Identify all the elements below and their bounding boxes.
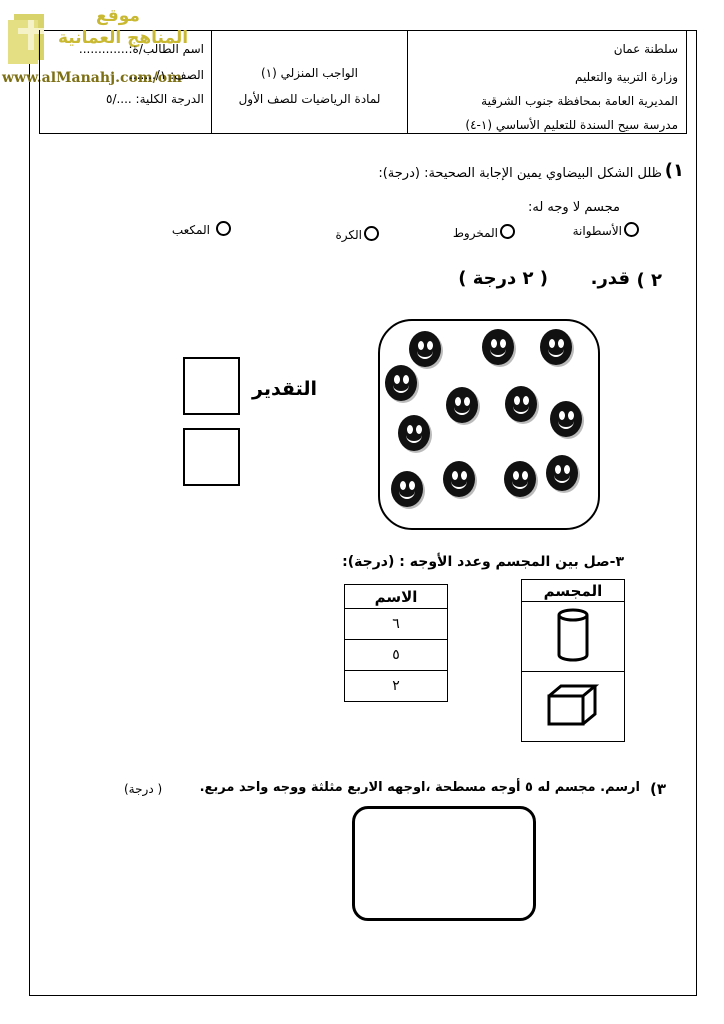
q1-number: ١) [664,160,684,181]
option-label: المخروط [452,226,498,240]
names-table: الاسم ٦ ٥ ٢ [344,584,448,702]
option-label: الأسطوانة [572,224,622,238]
smiley-face-icon [550,401,582,437]
names-header: الاسم [344,584,448,609]
header-grade[interactable]: الصف: ١/....... [129,68,204,82]
drawing-area[interactable] [352,806,536,921]
option-label: الكرة [335,228,362,242]
cylinder-icon [557,608,589,661]
option-oval-icon[interactable] [364,226,379,241]
q4-prompt: ارسم. مجسم له ٥ أوجه مسطحة ،اوجهه الاربع… [199,780,640,795]
smiley-face-icon [391,471,423,507]
q1-prompt: ظلل الشكل البيضاوي يمين الإجابة الصحيحة:… [378,166,662,181]
watermark-site-name: المناهج العمانية [58,28,189,48]
q1-option-cone[interactable]: المخروط [440,224,530,248]
smiley-face-icon [398,415,430,451]
smiley-face-icon [504,461,536,497]
name-cell[interactable]: ٢ [344,670,448,702]
estimate-box-top[interactable] [183,357,240,415]
name-cell[interactable]: ٥ [344,639,448,671]
smiley-frame [378,319,600,530]
header-box: سلطنة عمان وزارة التربية والتعليم المدير… [39,30,687,134]
smiley-face-icon [505,386,537,422]
smiley-face-icon [546,455,578,491]
option-label: المكعب [171,223,210,237]
q4-number: ٣) [649,780,666,798]
shape-cell-cylinder[interactable] [521,601,625,672]
header-subject: لمادة الرياضيات للصف الأول [238,92,381,106]
option-oval-icon[interactable] [624,222,639,237]
option-oval-icon[interactable] [500,224,515,239]
q4-points: ( درجة) [124,782,163,796]
header-divider-right [407,30,408,134]
smiley-face-icon [409,331,441,367]
shapes-header: المجسم [521,579,625,602]
cube-icon [547,684,600,725]
q1-sub-prompt: مجسم لا وجه له: [527,200,620,215]
header-total-score: الدرجة الكلية: ..../٥ [105,92,204,106]
smiley-face-icon [385,365,417,401]
name-cell[interactable]: ٦ [344,608,448,640]
header-ministry: وزارة التربية والتعليم [574,70,678,84]
shape-cell-cube[interactable] [521,671,625,742]
q1-option-cylinder[interactable]: الأسطوانة [564,222,684,246]
q1-option-cube[interactable]: المكعب [160,221,250,245]
estimate-box-bottom[interactable] [183,428,240,486]
q2-points: ( ٢ درجة ) [458,268,548,289]
header-student-name[interactable]: اسم الطالب/ة:............. [78,42,204,56]
q2-prompt: قدر. [590,268,630,289]
header-divider-left [211,30,212,134]
page-frame [29,30,697,996]
smiley-face-icon [482,329,514,365]
header-country: سلطنة عمان [613,42,678,56]
smiley-face-icon [540,329,572,365]
q3-prompt: ٣-صل بين المجسم وعدد الأوجه : (درجة): [342,554,624,570]
smiley-face-icon [446,387,478,423]
watermark-url[interactable]: www.alManahj.com/om [2,70,182,86]
header-school: مدرسة سيح السندة للتعليم الأساسي (١-٤) [465,118,678,132]
q2-number: ٢ ) [636,270,663,291]
header-directorate: المديرية العامة بمحافظة جنوب الشرقية [481,94,678,108]
option-oval-icon[interactable] [216,221,231,236]
shapes-table: المجسم [521,579,625,742]
smiley-face-icon [443,461,475,497]
q1-option-sphere[interactable]: الكرة [320,226,410,250]
header-homework-title: الواجب المنزلي (١) [260,66,358,80]
estimate-label: التقدير [252,378,318,400]
watermark-site-title: موقع [96,6,140,26]
